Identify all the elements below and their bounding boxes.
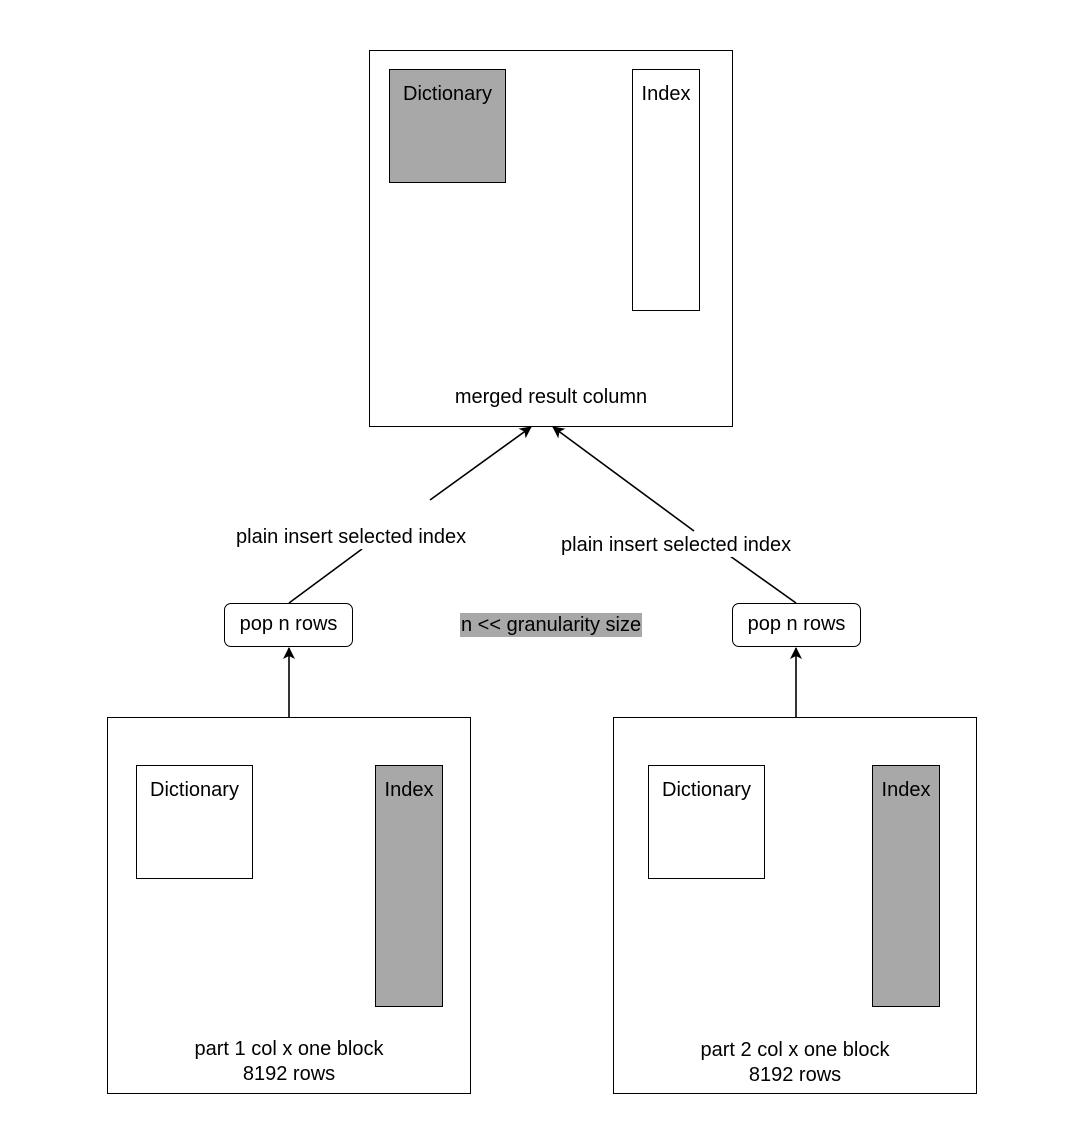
merged-result-caption: merged result column — [454, 386, 648, 408]
part1-block-box: Dictionary Index part 1 col x one block … — [107, 717, 471, 1094]
edge-left-lower — [288, 548, 363, 604]
pop-rows-right: pop n rows — [732, 603, 861, 647]
top-dictionary-box: Dictionary — [389, 69, 506, 183]
part2-index-label: Index — [881, 779, 931, 801]
top-index-label: Index — [641, 83, 691, 105]
part1-caption-line2: 8192 rows — [242, 1063, 336, 1085]
part1-index-label: Index — [384, 779, 434, 801]
edge-right-lower — [729, 555, 797, 604]
merged-result-column-box: Dictionary Index merged result column — [369, 50, 733, 427]
part1-dictionary-label: Dictionary — [150, 779, 239, 801]
part2-block-box: Dictionary Index part 2 col x one block … — [613, 717, 977, 1094]
part1-dictionary-box: Dictionary — [136, 765, 253, 879]
part1-caption-line1: part 1 col x one block — [194, 1038, 384, 1060]
edge-right-label: plain insert selected index — [561, 533, 792, 557]
part2-dictionary-box: Dictionary — [648, 765, 765, 879]
pop-rows-left: pop n rows — [224, 603, 353, 647]
part1-index-box: Index — [375, 765, 443, 1007]
edge-right-upper — [552, 426, 695, 532]
edge-left-upper — [429, 426, 532, 501]
top-index-box: Index — [632, 69, 700, 311]
part2-dictionary-label: Dictionary — [662, 779, 751, 801]
top-dictionary-label: Dictionary — [403, 83, 492, 105]
granularity-note: n << granularity size — [460, 613, 643, 637]
part2-index-box: Index — [872, 765, 940, 1007]
part2-caption-line2: 8192 rows — [748, 1064, 842, 1086]
edge-left-label: plain insert selected index — [236, 525, 467, 549]
part2-caption-line1: part 2 col x one block — [700, 1039, 890, 1061]
